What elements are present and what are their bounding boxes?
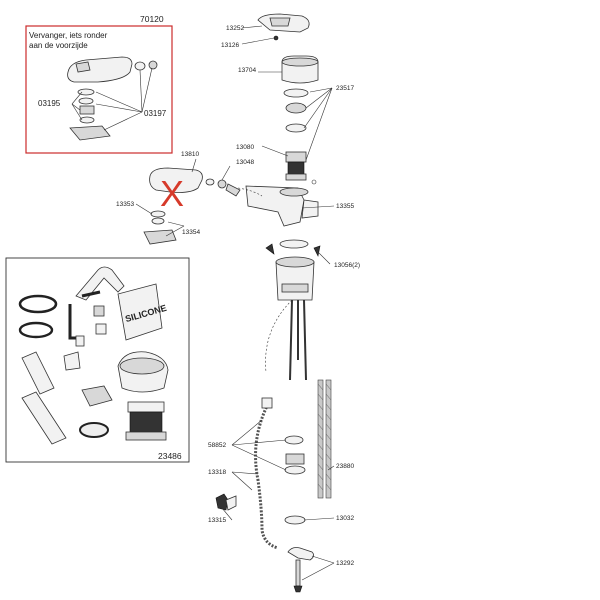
callout-13354: 13354 [182,229,200,236]
cartridge [285,151,307,181]
spray-head-part [67,56,158,83]
kit-flat-washer [79,422,109,438]
washer-3 [284,515,306,525]
kit-clip [63,351,81,371]
hose-weight [215,493,237,511]
callout-13292: 13292 [336,560,354,567]
valve-body [275,239,315,301]
callout-13704: 13704 [238,67,256,74]
kit-dome-cap [117,351,169,393]
spout-body [245,185,319,227]
callout-13810: 13810 [181,151,199,158]
kit-lever [75,266,125,301]
callout-23517: 23517 [336,85,354,92]
ring-1 [283,88,309,98]
kit-oring-large [18,294,58,314]
callout-13080: 13080 [236,144,254,151]
inset-rings [69,88,111,141]
nut-1 [285,102,307,114]
callout-13353: 13353 [116,201,134,208]
replacement-inset-frame [25,25,173,154]
callout-23880: 23880 [336,463,354,470]
kit-pipe-short [21,351,55,395]
kit-silicone-bag: SILICONE [117,283,168,341]
dome-cap [281,55,319,84]
inset-number: 70120 [140,14,164,24]
callout-58852: 58852 [208,442,226,449]
kit-pipe-long [21,391,67,445]
inset-note-line1: Vervanger, iets ronder [29,31,108,40]
callout-13315: 13315 [208,517,226,524]
kit-spacer [81,385,113,407]
kit-cartridge [125,401,167,441]
inset-note-line2: aan de voorzijde [29,41,88,50]
braided-hoses [317,379,332,499]
kit-allen-key [68,304,80,340]
inset-part-03197: 03197 [144,109,167,118]
fixing-bracket [287,547,314,593]
washer-1 [284,435,304,445]
callout-13126: 13126 [221,42,239,49]
callout-13032: 13032 [336,515,354,522]
hose-connector [261,397,273,409]
inset-part-03195: 03195 [38,99,61,108]
kit-number: 23486 [158,451,182,461]
callout-13318: 13318 [208,469,226,476]
callout-13355: 13355 [336,203,354,210]
ring-2 [285,123,307,133]
kit-fitting-2 [95,323,107,335]
obsolete-cross-mark: X [160,173,184,214]
kit-oring-medium [18,321,54,339]
kit-fitting-1 [93,305,105,317]
supply-pipes [289,299,307,381]
kit-fitting-3 [75,335,85,347]
old-spray-head [143,167,241,245]
side-screws [265,243,321,257]
service-kit-inset-frame [5,257,190,463]
washer-2 [284,465,306,475]
handle-cover [257,13,310,33]
callout-13252: 13252 [226,25,244,32]
callout-13056: 13056(2) [334,262,360,269]
nut-2 [285,453,305,465]
callout-13048: 13048 [236,159,254,166]
pull-out-hose [254,403,279,550]
